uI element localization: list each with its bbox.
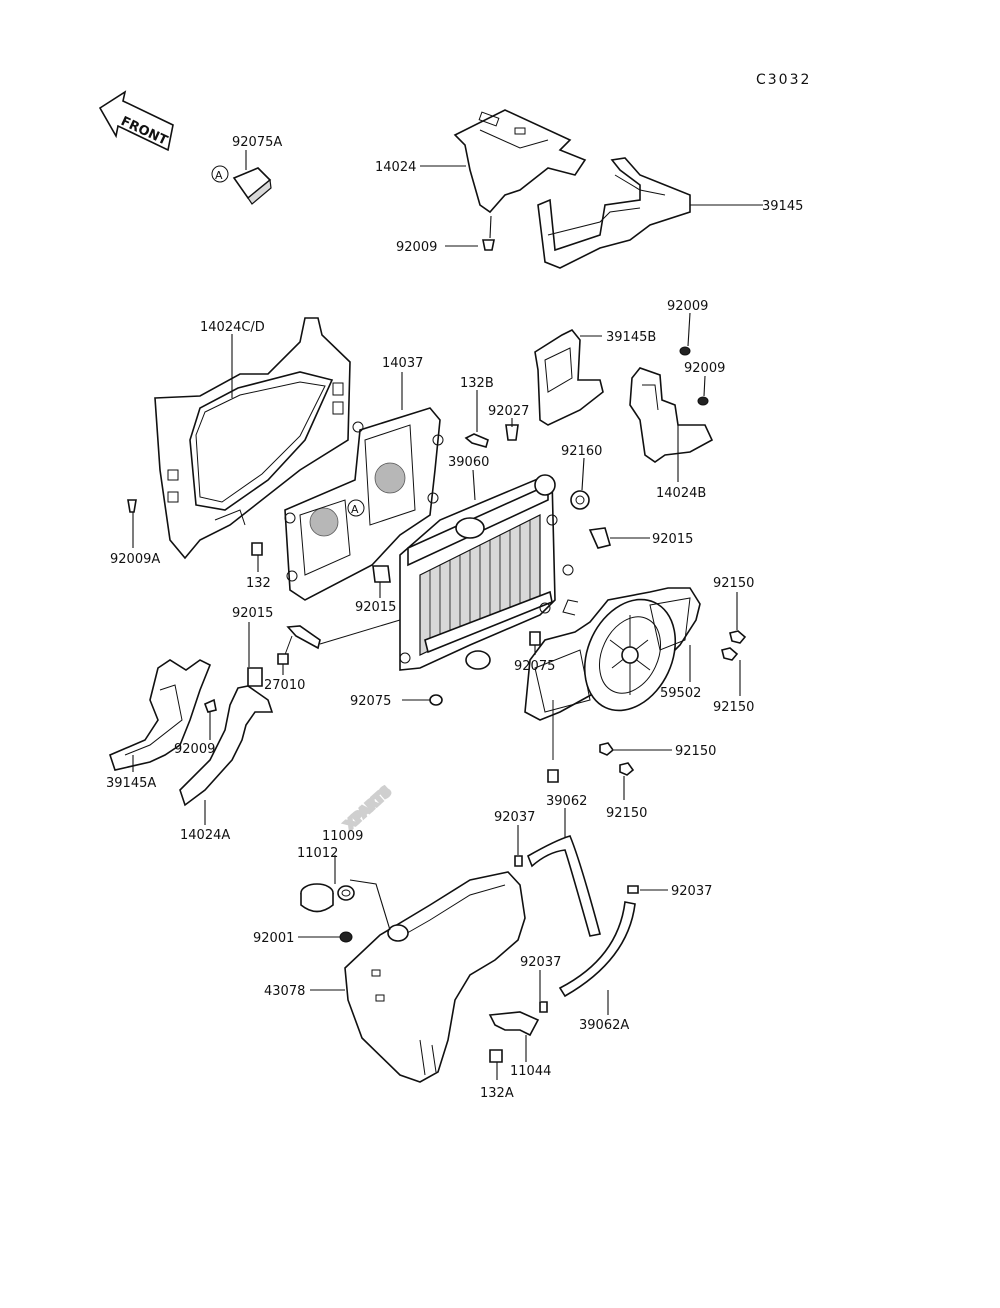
label-132B: 132B [460,376,494,391]
label-92001: 92001 [253,931,294,946]
label-92037-2: 92037 [671,884,712,899]
label-92027: 92027 [488,404,529,419]
label-92150-4: 92150 [606,806,647,821]
label-132: 132 [246,576,271,591]
front-arrow-icon: FRONT [98,90,174,152]
bolt-132A-icon [489,1049,503,1063]
part-59502-fan-icon [524,587,701,783]
part-43078-reservoir-icon [344,871,526,1083]
part-39145-icon [537,157,691,269]
marker-letter: A [215,169,223,182]
label-92150-3: 92150 [675,744,716,759]
marker-a-screen: A [347,499,365,517]
grommet-92160-icon [570,490,590,510]
part-39060-radiator-icon [399,474,574,671]
label-39145: 39145 [762,199,803,214]
clamps-92037-icon [514,855,639,1013]
label-14024A: 14024A [180,828,230,843]
label-92037-1: 92037 [494,810,535,825]
part-labels: 92075A 14024 39145 92009 14024C/D 14037 … [106,135,803,1101]
label-92009-r1: 92009 [667,299,708,314]
cap-11012-icon [300,883,334,913]
label-39145B: 39145B [606,330,656,345]
marker-a-top: A [211,165,229,183]
bolt-92009-r1-icon [679,346,691,356]
label-14024B: 14024B [656,486,706,501]
plug-92075-b-icon [429,694,443,706]
label-92075A: 92075A [232,135,282,150]
label-92015-mid: 92015 [355,600,396,615]
bolts-92150-icon [599,630,747,776]
label-14024: 14024 [375,160,416,175]
label-92075-b: 92075 [350,694,391,709]
part-27010-switch-icon [277,619,401,665]
label-27010: 27010 [264,678,305,693]
bolt-92001-icon [339,931,353,943]
gasket-11009-icon [337,885,355,901]
label-39145A: 39145A [106,776,156,791]
part-92075A-icon [232,167,272,205]
grommet-92027-icon [505,424,519,441]
label-92150-2: 92150 [713,700,754,715]
part-39145B-icon [534,328,604,426]
bolt-132B-icon [464,433,489,448]
label-92009-top: 92009 [396,240,437,255]
label-39062: 39062 [546,794,587,809]
label-132A: 132A [480,1086,514,1101]
label-11012: 11012 [297,846,338,861]
part-14024-icon [453,109,587,214]
part-14024CD-icon [154,317,351,560]
label-92150-1: 92150 [713,576,754,591]
clip-92015-mid-icon [372,565,391,583]
label-92160: 92160 [561,444,602,459]
label-92009-left: 92009 [174,742,215,757]
bolt-92009-r2-icon [697,396,709,406]
label-92037-3: 92037 [520,955,561,970]
clip-92015-left-icon [247,667,263,687]
label-59502: 59502 [660,686,701,701]
marker-letter: A [351,503,359,516]
label-39062A: 39062A [579,1018,629,1033]
label-11044: 11044 [510,1064,551,1079]
label-92009A: 92009A [110,552,160,567]
label-14024CD: 14024C/D [200,320,265,335]
label-92015-right: 92015 [652,532,693,547]
leader-lines [132,165,763,1080]
bolt-92009-left-icon [203,698,217,713]
bolt-132-icon [251,542,263,556]
label-92075-a: 92075 [514,659,555,674]
hose-39062A-icon [558,901,636,998]
part-14024A-icon [179,685,274,807]
diagram-code: C3032 [756,72,811,88]
bracket-11044-icon [488,1011,540,1037]
label-92009-r2: 92009 [684,361,725,376]
part-39145A-icon [109,659,212,771]
bolt-92009A-icon [127,499,137,513]
label-14037: 14037 [382,356,423,371]
plug-92075-a-icon [529,631,541,646]
hose-39062-icon [526,835,601,937]
watermark: XPARTS [343,784,395,833]
label-11009: 11009 [322,829,363,844]
label-43078: 43078 [264,984,305,999]
part-14024B-icon [629,367,714,463]
label-92015-left: 92015 [232,606,273,621]
clip-92015-right-icon [588,527,612,549]
label-39060: 39060 [448,455,489,470]
